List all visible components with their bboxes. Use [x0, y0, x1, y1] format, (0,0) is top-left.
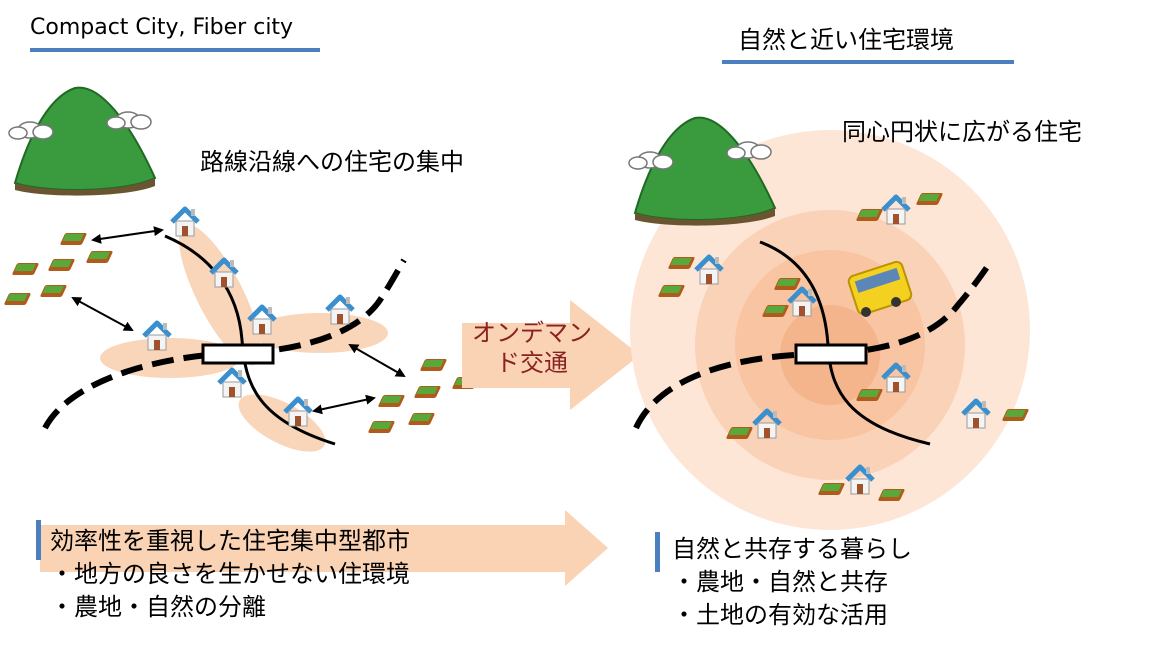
left-summary-point: ・地方の良さを生かせない住環境: [50, 560, 410, 588]
linear-housing-zones: [100, 224, 388, 452]
double-arrow-icon: [91, 226, 164, 244]
rail-line: [633, 258, 995, 430]
bus-icon: [847, 260, 913, 317]
right-title-underline: [722, 60, 1014, 64]
left-caption: 路線沿線への住宅の集中: [200, 148, 464, 176]
farm-field-icon: [59, 233, 88, 245]
double-arrow-icon: [348, 344, 406, 377]
transition-label-line2: ド交通: [496, 349, 568, 377]
left-scene: [3, 86, 480, 452]
house-icon: [144, 323, 170, 350]
farm-field-icon: [85, 251, 114, 263]
house-icon: [249, 307, 275, 334]
house-icon: [285, 399, 311, 426]
farm-field-icon: [419, 359, 448, 371]
road-line: [164, 234, 336, 446]
double-arrow-icon: [312, 394, 376, 415]
left-summary: 効率性を重視した住宅集中型都市 ・地方の良さを生かせない住環境 ・農地・自然の分…: [50, 525, 410, 624]
left-summary-point: ・農地・自然の分離: [50, 593, 266, 621]
left-title-underline: [30, 48, 320, 52]
right-summary-bar: [655, 532, 660, 572]
right-summary: 自然と共存する暮らし ・農地・自然と共存 ・土地の有効な活用: [672, 533, 912, 632]
farm-field-icon: [407, 413, 436, 425]
transition-label: オンデマン ド交通: [472, 318, 592, 378]
right-scene: [628, 116, 1030, 530]
house-icon: [219, 370, 245, 397]
right-summary-point: ・土地の有効な活用: [672, 601, 888, 629]
farm-field-icon: [47, 259, 76, 271]
house-icon: [327, 297, 353, 324]
right-caption: 同心円状に広がる住宅: [842, 118, 1082, 146]
farm-field-icon: [39, 285, 68, 297]
left-title: Compact City, Fiber city: [30, 15, 294, 40]
mountain-icon: [634, 116, 776, 227]
double-arrow-icon: [71, 297, 134, 331]
right-summary-point: ・農地・自然と共存: [672, 568, 888, 596]
station-icon: [794, 343, 868, 365]
mountain-icon: [14, 86, 156, 197]
farm-field-icon: [11, 263, 40, 275]
transition-label-line1: オンデマン: [472, 319, 592, 347]
farm-field-icon: [377, 395, 406, 407]
transition-arrow: [462, 300, 640, 410]
farm-field-icon: [367, 421, 396, 433]
summary-arrow: [40, 510, 608, 586]
rail-line: [42, 258, 407, 430]
double-arrow-icons: [71, 226, 406, 415]
farm-field-icon: [413, 386, 442, 398]
left-summary-heading: 効率性を重視した住宅集中型都市: [50, 527, 410, 555]
house-icon: [172, 209, 198, 236]
station-icon: [201, 343, 275, 365]
farm-field-icon: [3, 293, 32, 305]
right-summary-heading: 自然と共存する暮らし: [672, 535, 912, 563]
left-summary-bar: [36, 520, 41, 560]
right-title: 自然と近い住宅環境: [738, 26, 954, 54]
